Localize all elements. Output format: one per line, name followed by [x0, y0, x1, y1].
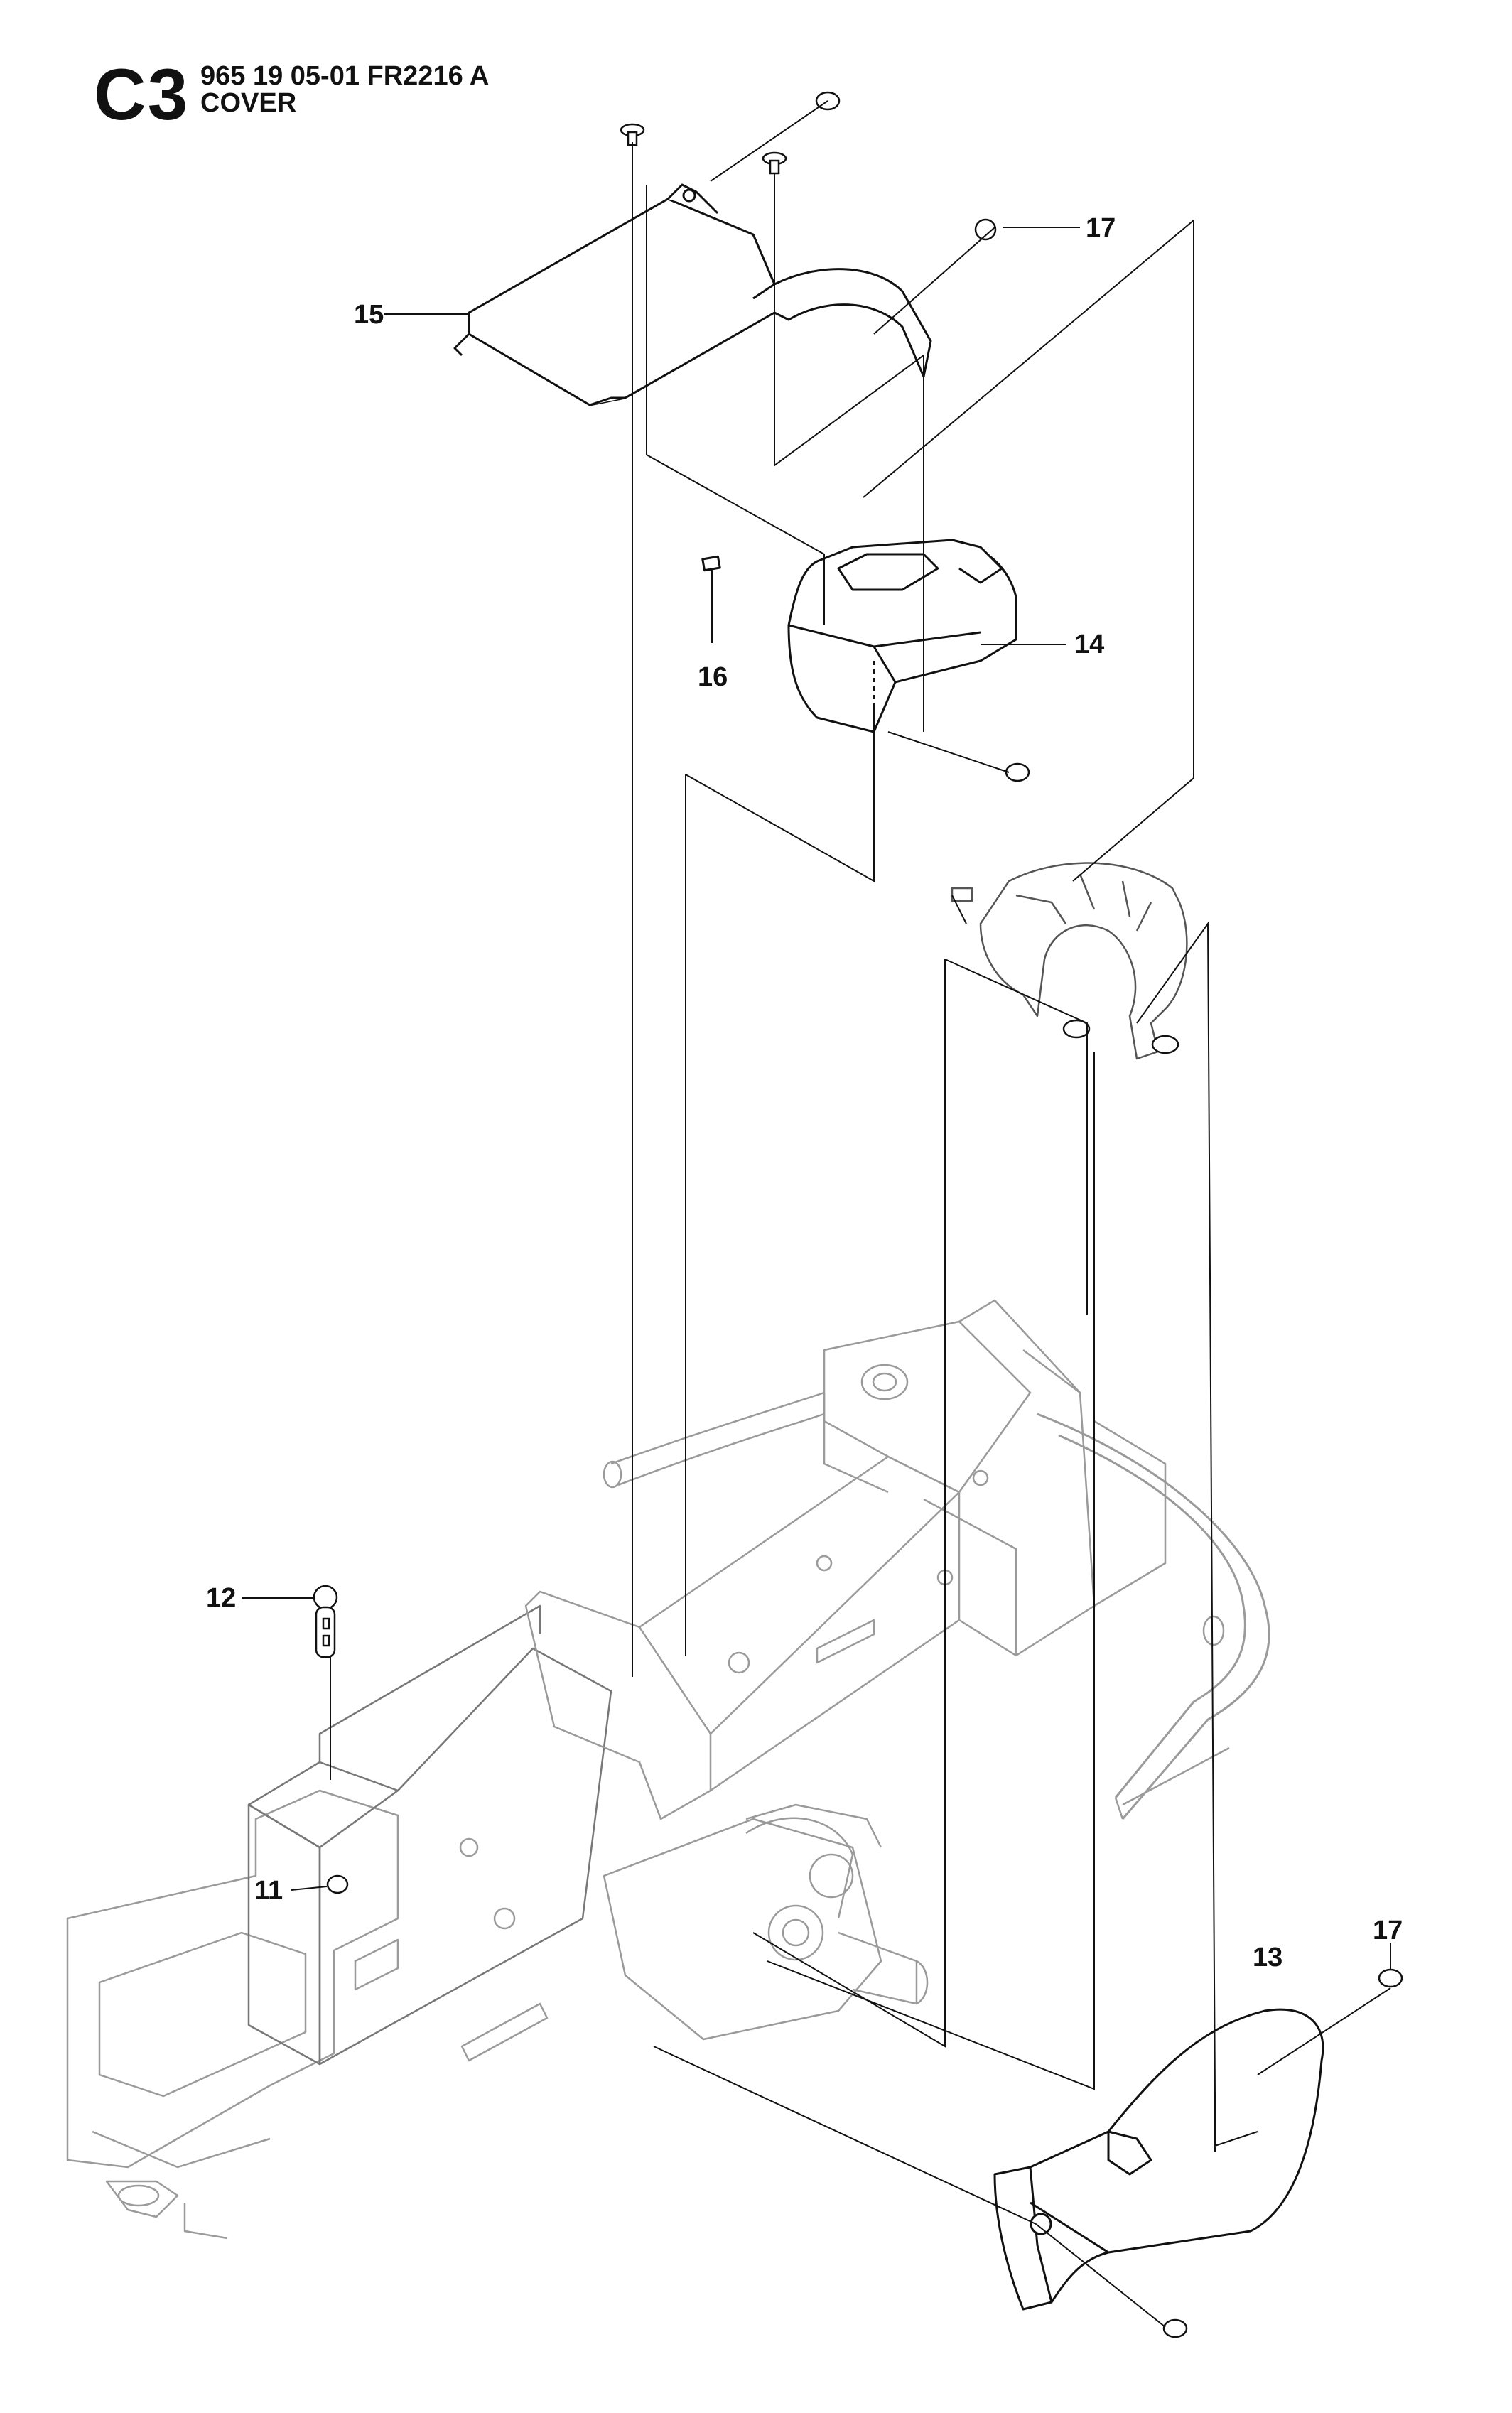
diagram-title: COVER — [200, 88, 297, 118]
callout-11: 11 — [254, 1876, 284, 1906]
callout-13: 13 — [1253, 1943, 1283, 1972]
part-cover-13 — [993, 2008, 1324, 2311]
fasteners — [313, 91, 1403, 2338]
callout-14: 14 — [1074, 630, 1105, 659]
machine-frame — [66, 1299, 1270, 2240]
callout-17-bottom: 17 — [1373, 1916, 1403, 1945]
callout-12: 12 — [206, 1583, 237, 1613]
section-code: C3 — [94, 54, 190, 135]
assembly-lines — [242, 100, 1391, 2328]
part-number-line: 965 19 05-01 FR2216 A — [200, 61, 490, 91]
hidden-lines — [646, 185, 1216, 2153]
part-cover-14 — [701, 539, 1017, 733]
callout-17-top: 17 — [1086, 213, 1116, 243]
callout-15: 15 — [354, 300, 384, 330]
part-cover-top — [453, 183, 932, 406]
callout-16: 16 — [698, 662, 728, 692]
